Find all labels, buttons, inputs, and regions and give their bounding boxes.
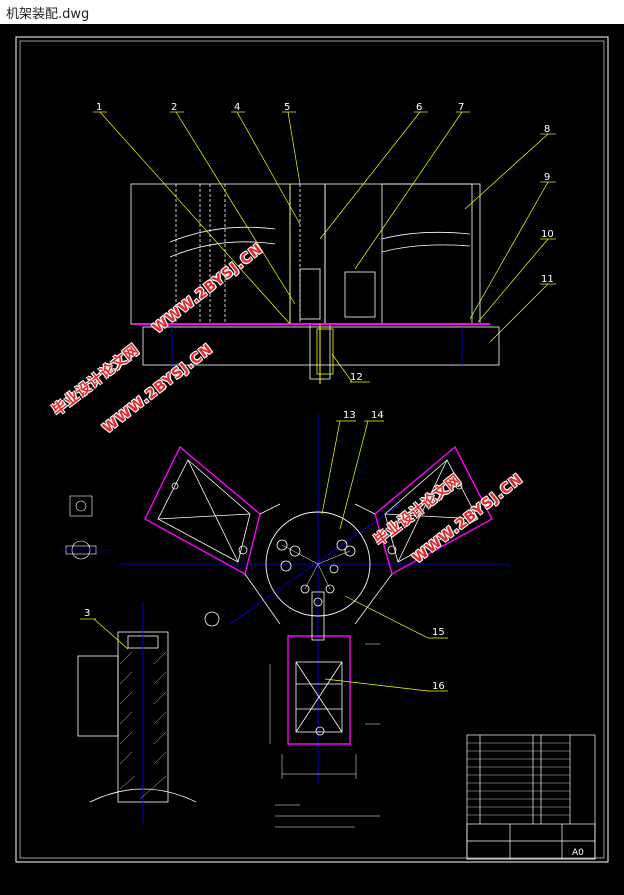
section-view-3 <box>77 602 197 824</box>
callout-12: 12 <box>350 372 363 383</box>
cad-drawing: 1 2 4 5 6 7 8 9 10 11 12 13 14 15 16 3 <box>15 36 609 863</box>
window-title: 机架装配.dwg <box>6 7 90 22</box>
callout-13: 13 <box>343 410 356 421</box>
callout-labels: 1 2 4 5 6 7 8 9 10 11 12 13 14 15 16 3 <box>84 102 554 692</box>
center-radials <box>281 544 351 590</box>
callout-8: 8 <box>544 124 550 135</box>
callout-2: 2 <box>171 102 177 113</box>
window-titlebar: 机架装配.dwg <box>0 0 624 24</box>
callout-9: 9 <box>544 172 550 183</box>
front-leaders <box>93 111 556 383</box>
sheet-border-outer <box>15 36 609 863</box>
callout-11: 11 <box>541 274 554 285</box>
callout-16: 16 <box>432 681 445 692</box>
center-axes <box>120 414 510 784</box>
callout-6: 6 <box>416 102 422 113</box>
top-leaders <box>321 420 448 692</box>
callout-7: 7 <box>458 102 464 113</box>
leader-3 <box>93 618 129 650</box>
technical-notes <box>275 804 380 828</box>
drawing-canvas[interactable]: 1 2 4 5 6 7 8 9 10 11 12 13 14 15 16 3 <box>0 24 624 895</box>
callout-5: 5 <box>284 102 290 113</box>
center-plate-holes <box>276 539 356 607</box>
callout-4: 4 <box>234 102 240 113</box>
sheet-border-inner <box>19 40 605 859</box>
callout-3: 3 <box>84 608 90 619</box>
callout-10: 10 <box>541 229 554 240</box>
title-block <box>466 734 596 860</box>
detail-views <box>60 495 110 560</box>
front-hidden-lines <box>175 184 301 324</box>
front-view <box>130 183 500 380</box>
dimension-lines <box>269 643 380 779</box>
callout-15: 15 <box>432 627 445 638</box>
frame-arms-members <box>157 459 479 736</box>
callout-1: 1 <box>96 102 102 113</box>
section-hatch <box>119 651 167 800</box>
callout-14: 14 <box>371 410 384 421</box>
sheet-size-label: A0 <box>572 848 584 858</box>
center-plate <box>265 511 371 617</box>
title-block-rows <box>467 742 570 816</box>
